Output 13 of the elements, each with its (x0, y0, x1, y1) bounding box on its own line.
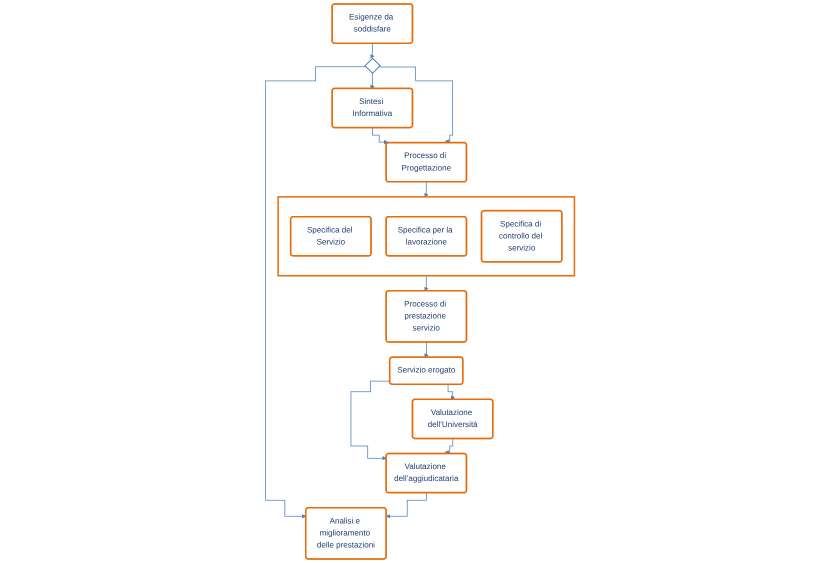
arrow (265, 66, 366, 518)
arrow (386, 492, 427, 518)
arrow (350, 380, 390, 460)
arrow (424, 342, 429, 358)
arrow (372, 127, 388, 144)
arrow (444, 438, 454, 454)
arrow (370, 43, 374, 58)
arrow (424, 181, 428, 198)
node-diamond (364, 58, 381, 74)
cluster (277, 196, 576, 276)
arrow (424, 275, 428, 291)
arrow (378, 66, 454, 144)
arrow (370, 72, 375, 89)
